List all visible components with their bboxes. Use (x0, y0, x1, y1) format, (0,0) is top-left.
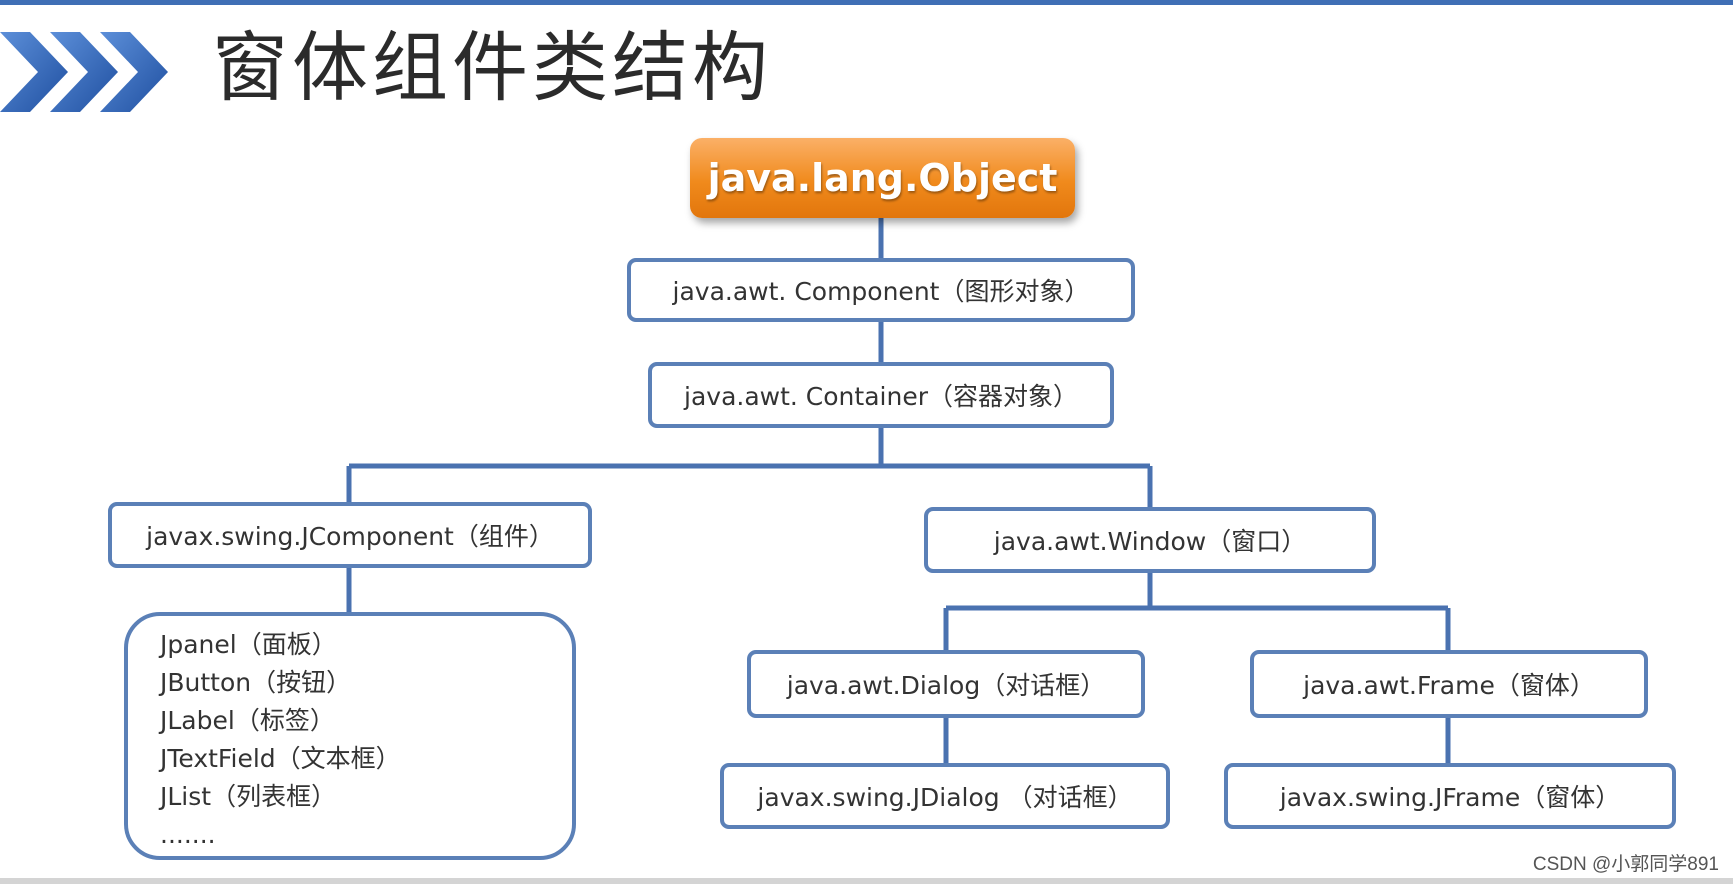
jcomponent-subclass-list: Jpanel（面板） JButton（按钮） JLabel（标签） JTextF… (124, 612, 576, 860)
list-item: JTextField（文本框） (160, 744, 401, 773)
container-node: java.awt. Container（容器对象） (648, 362, 1114, 428)
jcomponent-node: javax.swing.JComponent（组件） (108, 502, 592, 568)
frame-node: java.awt.Frame（窗体） (1250, 650, 1648, 718)
list-item: JButton（按钮） (160, 668, 352, 697)
jdialog-node: javax.swing.JDialog （对话框） (720, 763, 1170, 829)
top-accent-bar (0, 0, 1733, 5)
object-root-node: java.lang.Object (690, 138, 1075, 218)
list-item: JList（列表框） (160, 782, 337, 811)
component-node: java.awt. Component（图形对象） (627, 258, 1135, 322)
window-node: java.awt.Window（窗口） (924, 507, 1376, 573)
list-item: Jpanel（面板） (160, 630, 337, 659)
bottom-divider (0, 878, 1733, 884)
jframe-node: javax.swing.JFrame（窗体） (1224, 763, 1676, 829)
dialog-node: java.awt.Dialog（对话框） (747, 650, 1145, 718)
list-item: ....... (160, 820, 216, 849)
watermark: CSDN @小郭同学891 (1532, 854, 1719, 875)
list-item: JLabel（标签） (160, 706, 335, 735)
slide-title: 窗体组件类结构 (212, 23, 772, 112)
chevron-arrows-icon (0, 32, 168, 112)
